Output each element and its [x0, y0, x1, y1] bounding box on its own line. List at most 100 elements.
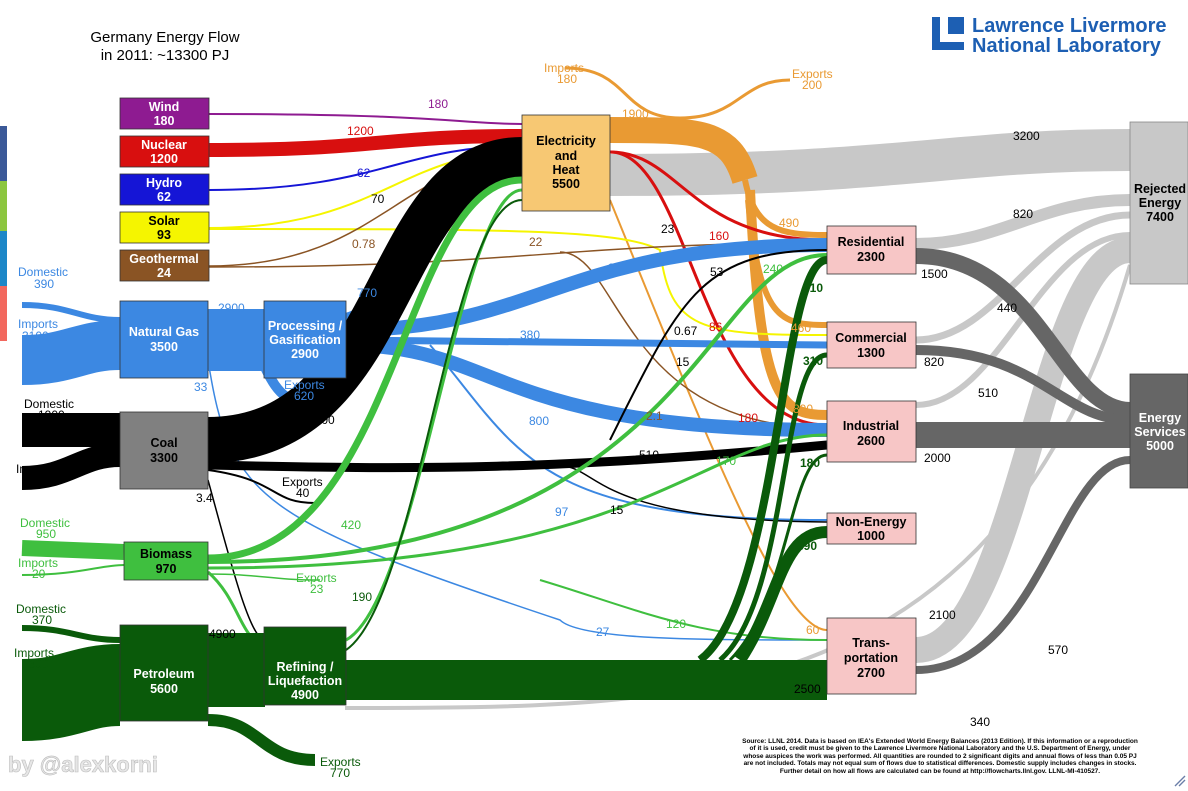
- input-labels: Domestic 390 Imports 3100 Domestic 1900 …: [14, 61, 833, 780]
- transport-line1: Trans-: [852, 636, 890, 650]
- flow-coal-res: [609, 249, 828, 441]
- flow-trans-services: [915, 456, 1131, 674]
- flow-bio-transport: [539, 579, 828, 641]
- label-nuclear-elec: 1200: [347, 124, 374, 138]
- flow-nuclear-res: [609, 150, 828, 242]
- gas-imports-label: Imports: [18, 317, 58, 331]
- flow-value-labels: 180 1200 62 70 0.78 2900 33 770 840 380 …: [194, 97, 1068, 729]
- label-pet-180: 180: [800, 456, 820, 470]
- label-nuc-160: 160: [709, 229, 729, 243]
- flow-ind-rejected: [915, 232, 1131, 408]
- pet-imports-label: Imports: [14, 646, 54, 660]
- source-natural-gas: Natural Gas 3500: [119, 300, 209, 379]
- source-note: Source: LLNL 2014. Data is based on IEA'…: [742, 738, 1138, 775]
- flow-gas-com: [345, 336, 828, 349]
- conversion-processing: Processing / Gasification 2900: [263, 300, 347, 379]
- conversion-electricity: Electricity and Heat 5500: [521, 114, 611, 212]
- bio-imports-value: 20: [32, 567, 46, 581]
- label-trans-570: 570: [1048, 643, 1068, 657]
- left-tab-cyan[interactable]: [0, 231, 7, 286]
- coal-imports-value: 1400: [24, 473, 51, 487]
- flow-elec-exports: [679, 78, 791, 120]
- flow-gas-domestic: [21, 302, 121, 323]
- sector-residential: Residential 2300: [826, 225, 917, 275]
- biomass-label: Biomass: [140, 547, 192, 561]
- label-coal-15a: 15: [676, 355, 690, 369]
- flow-pet-com: [718, 352, 828, 662]
- label-elec-490: 490: [779, 216, 799, 230]
- flow-com-rejected: [915, 211, 1131, 344]
- label-rej-510: 510: [978, 386, 998, 400]
- coal-domestic-value: 1900: [38, 408, 65, 422]
- coal-label: Coal: [150, 436, 177, 450]
- pet-domestic-label: Domestic: [16, 602, 66, 616]
- transport-line2: portation: [844, 651, 898, 665]
- gas-label: Natural Gas: [129, 325, 199, 339]
- flow-gas-res: [345, 238, 828, 337]
- label-bio-240: 240: [763, 262, 783, 276]
- processing-line2: Gasification: [269, 333, 341, 347]
- wind-label: Wind: [149, 100, 179, 114]
- pet-imports-value: 5300: [22, 657, 49, 671]
- flow-pet-exports: [207, 714, 316, 766]
- flow-pet-nonenergy: [735, 526, 828, 664]
- label-pet-890: 890: [797, 539, 817, 553]
- residential-label: Residential: [838, 235, 905, 249]
- left-tab-blue[interactable]: [0, 126, 7, 181]
- flow-elec-industrial: [745, 189, 828, 420]
- bio-domestic-label: Domestic: [20, 516, 70, 530]
- label-bio-420: 420: [341, 518, 361, 532]
- solar-label: Solar: [148, 214, 179, 228]
- flow-bio-imports: [21, 564, 125, 576]
- nuclear-value: 1200: [150, 152, 178, 166]
- output-services: Energy Services 5000: [1129, 373, 1188, 489]
- electricity-line1: Electricity: [536, 134, 596, 148]
- flow-res-rejected: [915, 194, 1131, 250]
- coal-domestic-label: Domestic: [24, 397, 74, 411]
- label-coal-53: 53: [710, 265, 724, 279]
- source-coal: Coal 3300: [119, 411, 209, 490]
- chart-title-line1: Germany Energy Flow: [90, 29, 239, 46]
- transport-value: 2700: [857, 666, 885, 680]
- label-coal-0-67: 0.67: [674, 324, 698, 338]
- commercial-label: Commercial: [835, 331, 907, 345]
- gas-exports-value: 620: [294, 389, 314, 403]
- coal-exports-value: 40: [296, 486, 310, 500]
- source-hydro: Hydro 62: [119, 173, 210, 206]
- llnl-logo: Lawrence Livermore National Laboratory: [932, 15, 1167, 57]
- pet-exports-value: 770: [330, 766, 350, 780]
- label-geo-2-1: 2.1: [646, 409, 663, 423]
- logo-line1: Lawrence Livermore: [972, 15, 1167, 37]
- hydro-value: 62: [157, 190, 171, 204]
- left-tab-red[interactable]: [0, 286, 7, 341]
- label-coal-2600: 2600: [308, 413, 335, 427]
- label-rej-440: 440: [997, 301, 1017, 315]
- services-value: 5000: [1146, 439, 1174, 453]
- commercial-value: 1300: [857, 346, 885, 360]
- petroleum-value: 5600: [150, 682, 178, 696]
- chart-title-line2: in 2011: ~13300 PJ: [101, 47, 230, 64]
- hydro-label: Hydro: [146, 176, 182, 190]
- processing-value: 2900: [291, 347, 319, 361]
- electricity-line3: Heat: [552, 163, 580, 177]
- left-tab-green[interactable]: [0, 181, 7, 231]
- label-elec-60: 60: [806, 623, 820, 637]
- logo-line2: National Laboratory: [972, 35, 1162, 57]
- label-bio-190: 190: [352, 590, 372, 604]
- flow-bio-elec: [207, 176, 523, 562]
- label-coal-510: 510: [639, 448, 659, 462]
- residential-value: 2300: [857, 250, 885, 264]
- pet-domestic-value: 370: [32, 613, 52, 627]
- label-ind-2000: 2000: [924, 451, 951, 465]
- gas-domestic-label: Domestic: [18, 265, 68, 279]
- sector-transportation: Trans- portation 2700: [826, 617, 917, 695]
- flow-gas-imports: [21, 320, 121, 385]
- services-line1: Energy: [1139, 411, 1181, 425]
- label-pet-310: 310: [803, 354, 823, 368]
- flow-pet-imports: [20, 644, 122, 741]
- bio-imports-label: Imports: [18, 556, 58, 570]
- rejected-value: 7400: [1146, 210, 1174, 224]
- geothermal-label: Geothermal: [129, 252, 198, 266]
- label-gas-97: 97: [555, 505, 569, 519]
- label-gas-27: 27: [596, 625, 610, 639]
